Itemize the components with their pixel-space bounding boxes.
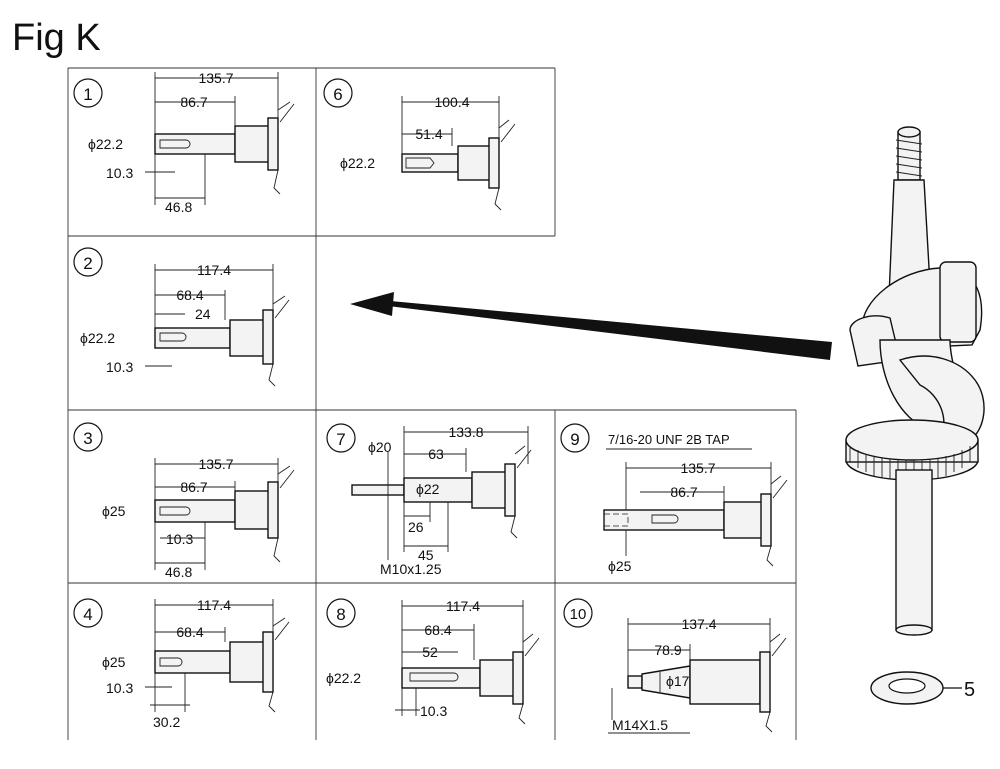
dim-keyway-offset: 52 (422, 644, 438, 660)
variant-number: 3 (83, 429, 92, 448)
variant-number-badge (73, 78, 103, 108)
dim-overall-length: 100.4 (434, 94, 469, 110)
dim-length: 68.4 (424, 622, 451, 638)
dim-diameter: ϕ25 (102, 503, 126, 519)
dimension-lines (154, 458, 279, 570)
shaft-drawing (154, 465, 295, 563)
dim-keyway: 10.3 (106, 359, 133, 375)
shaft-drawing (154, 617, 290, 713)
variant-panel-8: 8 117.4 68.4 52 ϕ22.2 10.3 (326, 598, 540, 725)
dim-keyway-length: 46.8 (165, 564, 192, 580)
dim-length: 63 (428, 446, 444, 462)
dim-keyway-length: 30.2 (153, 714, 180, 730)
dim-overall-length: 117.4 (446, 598, 480, 614)
dim-overall-length: 117.4 (197, 597, 231, 613)
variant-number: 1 (83, 85, 92, 104)
leader-arrow (350, 292, 832, 360)
variant-panel-3: 3 135.7 86.7 ϕ25 10.3 46.8 (73, 422, 295, 580)
dim-diameter: ϕ22.2 (80, 330, 115, 346)
variant-number-badge (73, 422, 103, 452)
dim-step-length: 26 (408, 519, 424, 535)
dimension-lines (625, 462, 772, 556)
variant-number-badge (326, 598, 356, 628)
panel-grid (67, 67, 797, 740)
dim-thread: M14X1.5 (612, 717, 668, 733)
dim-overall-length: 137.4 (681, 616, 716, 632)
variant-number-badge (73, 598, 103, 628)
variant-number-badge (326, 423, 356, 453)
figure-title: Fig K (12, 17, 101, 59)
variant-number-badge (323, 78, 353, 108)
dim-length: 86.7 (670, 484, 697, 500)
shaft-drawing (401, 119, 516, 211)
dimension-lines (395, 600, 524, 716)
dim-diameter: ϕ22 (416, 481, 440, 497)
shaft-drawing (351, 445, 532, 539)
variant-panel-4: 4 117.4 68.4 ϕ25 10.3 30.2 (73, 597, 290, 730)
dimension-lines (145, 264, 274, 367)
shaft-drawing (401, 633, 540, 725)
variant-number: 4 (83, 605, 92, 624)
variant-number-badge (560, 423, 590, 453)
variant-number: 10 (570, 606, 587, 623)
dimension-lines (387, 426, 529, 560)
dim-keyway-length: 46.8 (165, 199, 192, 215)
dimension-lines (608, 618, 771, 734)
variant-number-badge (73, 247, 103, 277)
dim-length: 68.4 (176, 287, 203, 303)
callout-part-number: 5 (964, 679, 975, 701)
variant-panel-7: 7 133.8 ϕ20 63 ϕ22 26 45 M10x1.25 (326, 423, 532, 577)
dim-tap-spec: 7/16-20 UNF 2B TAP (608, 432, 730, 447)
dim-diameter: ϕ25 (608, 558, 632, 574)
dim-overall-length: 135.7 (198, 456, 233, 472)
shaft-drawing (154, 295, 290, 387)
shaft-drawing (603, 475, 788, 567)
dim-overall-length: 135.7 (680, 460, 715, 476)
dim-length: 86.7 (180, 94, 207, 110)
variant-panel-9: 9 7/16-20 UNF 2B TAP 135.7 86.7 ϕ25 (560, 423, 788, 574)
dim-overall-length: 133.8 (448, 424, 483, 440)
variant-panel-1: 1 135.7 86.7 ϕ22.2 10.3 46.8 (73, 70, 295, 215)
variant-panel-6: 6 100.4 51.4 ϕ22.2 (323, 78, 516, 211)
dim-overall-length: 117.4 (197, 262, 231, 278)
dim-diameter: ϕ25 (102, 654, 126, 670)
dim-keyway-offset: 24 (195, 306, 211, 322)
dim-keyway: 10.3 (106, 165, 133, 181)
dim-keyway: 10.3 (166, 531, 193, 547)
shaft-drawing (154, 101, 295, 195)
dimension-lines (401, 96, 500, 154)
dim-diameter: ϕ17 (666, 673, 690, 689)
dim-length: 51.4 (415, 126, 442, 142)
dim-diameter: ϕ22.2 (88, 136, 123, 152)
dim-length: 86.7 (180, 479, 207, 495)
dim-length: 78.9 (654, 642, 681, 658)
dimension-lines (145, 599, 274, 712)
variant-panel-2: 2 117.4 68.4 24 ϕ22.2 10.3 (73, 247, 290, 387)
dim-overall-length: 135.7 (198, 70, 233, 86)
dim-thread: M10x1.25 (380, 561, 442, 577)
variant-number: 9 (570, 430, 579, 449)
dim-keyway: 10.3 (106, 680, 133, 696)
dimension-lines (145, 72, 279, 205)
dim-diameter: ϕ22.2 (326, 670, 361, 686)
variant-number: 2 (83, 254, 92, 273)
variant-number-badge (563, 598, 593, 628)
dim-pilot-diameter: ϕ20 (368, 439, 392, 455)
variant-panel-10: 10 137.4 78.9 ϕ17 M14X1.5 (563, 598, 787, 734)
dim-diameter: ϕ22.2 (340, 155, 375, 171)
variant-number: 7 (336, 430, 345, 449)
shaft-drawing (627, 633, 787, 733)
variant-number: 6 (333, 85, 342, 104)
variant-number: 8 (336, 605, 345, 624)
dim-length: 68.4 (176, 624, 203, 640)
dim-shoulder-length: 45 (418, 547, 434, 563)
dim-keyway: 10.3 (420, 703, 447, 719)
crankshaft-illustration: 5 (845, 126, 985, 705)
